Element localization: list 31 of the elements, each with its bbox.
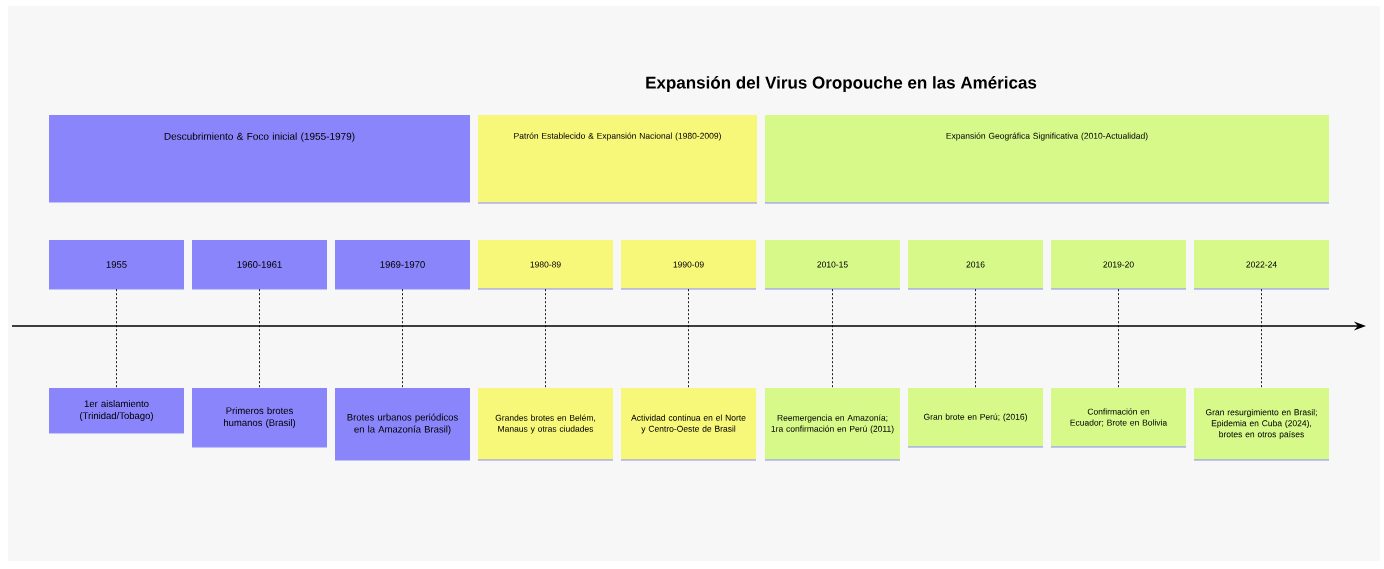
year-box: 1980-89 [477, 240, 614, 290]
event-box: 1er aislamiento (Trinidad/Tobago) [48, 388, 185, 434]
event-box: Confirmación en Ecuador; Brote en Bolivia [1050, 388, 1187, 448]
event-box: Brotes urbanos periódicos en la Amazonía Brasil) [334, 388, 471, 461]
phase-box: Descubrimiento & Foco inicial (1955-1979) [48, 115, 471, 203]
year-box: 2019-20 [1050, 240, 1187, 290]
year-box: 2022-24 [1193, 240, 1330, 290]
phase-box: Expansión Geográfica Significativa (2010-Actualidad) [764, 115, 1330, 204]
year-box: 1955 [48, 240, 185, 290]
connector-line [116, 288, 117, 389]
event-box: Grandes brotes en Belém, Manaus y otras ciudades [477, 388, 614, 461]
event-box: Reemergencia en Amazonía; 1ra confirmación en Perú (2011) [764, 388, 901, 461]
year-box: 2016 [907, 240, 1044, 290]
year-box: 1960-1961 [191, 240, 328, 290]
year-box: 1990-09 [620, 240, 757, 290]
connector-line [402, 288, 403, 389]
year-box: 1969-1970 [334, 240, 471, 290]
title: Expansión del Virus Oropouche en las Américas [646, 76, 1037, 92]
event-box: Primeros brotes humanos (Brasil) [191, 388, 328, 448]
event-box: Gran brote en Perú; (2016) [907, 388, 1044, 448]
connector-line [975, 288, 976, 389]
connector-line [259, 288, 260, 389]
phase-box: Patrón Establecido & Expansión Nacional (1980-2009) [477, 115, 758, 204]
connector-line [688, 288, 689, 389]
event-box: Actividad continua en el Norte y Centro-Oeste de Brasil [620, 388, 757, 461]
connector-line [832, 288, 833, 389]
year-box: 2010-15 [764, 240, 901, 290]
connector-line [545, 288, 546, 389]
connector-line [1118, 288, 1119, 389]
event-box: Gran resurgimiento en Brasil; Epidemia en Cuba (2024), brotes en otros países [1193, 388, 1330, 461]
connector-line [1261, 288, 1262, 389]
